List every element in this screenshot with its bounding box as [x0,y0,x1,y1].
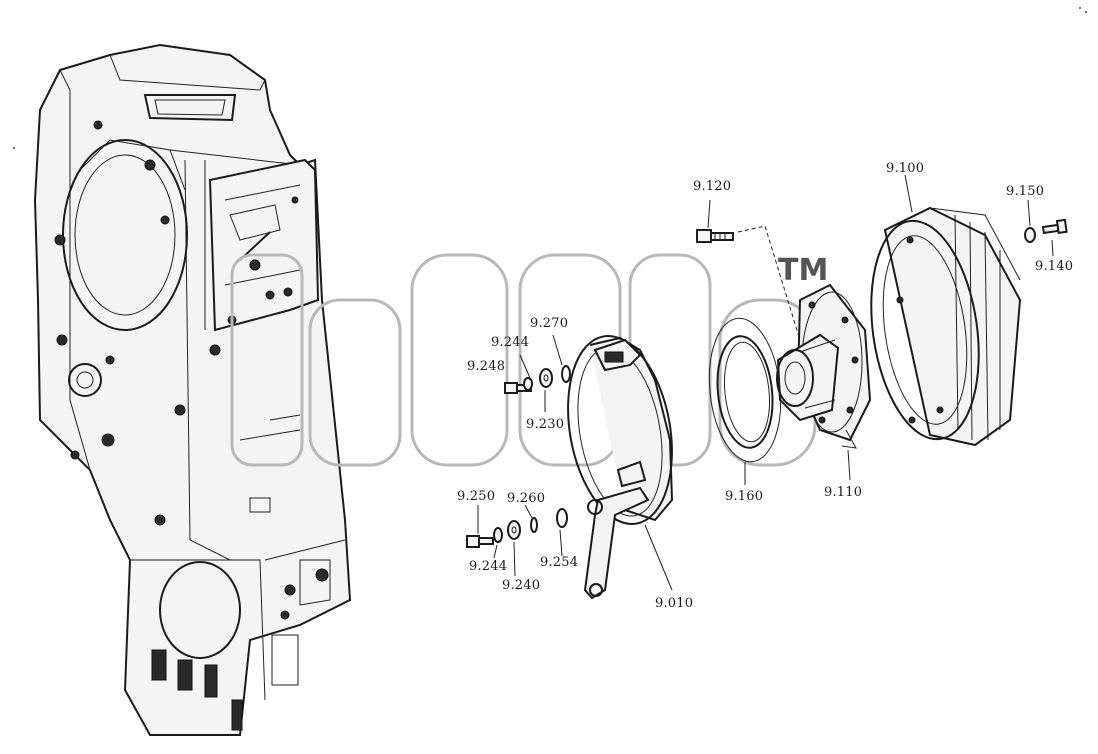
label-9-244-top: 9.244 [491,335,529,350]
fasteners-lower [466,504,568,577]
label-9-254: 9.254 [540,555,578,570]
label-9-120: 9.120 [693,179,731,194]
label-9-150: 9.150 [1006,184,1044,199]
label-9-260: 9.260 [507,491,545,506]
label-9-248: 9.248 [467,359,505,374]
label-9-110: 9.110 [824,485,862,500]
part-9-150-9-140 [1024,199,1068,257]
label-9-010: 9.010 [655,596,693,611]
part-9-100-drum [870,174,1022,447]
label-9-244-bottom: 9.244 [469,559,507,574]
watermark-text: ТМ [778,253,828,288]
label-9-270: 9.270 [530,316,568,331]
label-9-140: 9.140 [1035,259,1073,274]
label-9-250: 9.250 [457,489,495,504]
label-9-160: 9.160 [725,489,763,504]
fasteners-upper [504,334,571,412]
scan-specks [13,7,1087,149]
part-9-110-hub [776,283,872,481]
part-labels: 9.120 9.100 9.150 9.140 9.270 9.244 9.24… [457,161,1073,611]
label-9-100: 9.100 [886,161,924,176]
label-9-230: 9.230 [526,417,564,432]
transmission-housing [33,43,352,736]
part-9-120-bolt [696,199,801,341]
part-9-010-brake-band [567,335,674,600]
label-9-240: 9.240 [502,578,540,593]
part-9-160-disc [708,317,782,485]
